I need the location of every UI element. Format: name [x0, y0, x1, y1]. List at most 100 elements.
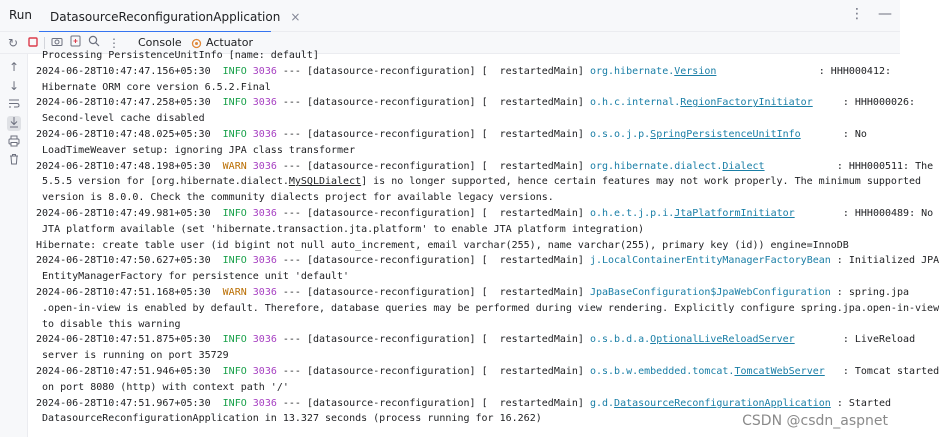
log-thread: --- [datasource-reconfiguration] [ resta… — [276, 286, 590, 298]
log-pid: 3036 — [252, 365, 277, 377]
log-timestamp: 2024-06-28T10:47:51.875+05:30 — [36, 334, 211, 346]
log-message: EntityManagerFactory for persistence uni… — [42, 271, 350, 283]
log-thread: --- [datasource-reconfiguration] [ resta… — [276, 128, 590, 140]
log-level: INFO — [222, 65, 247, 77]
stop-icon[interactable] — [28, 35, 38, 51]
log-padding — [813, 97, 837, 108]
log-pid: 3036 — [252, 160, 277, 172]
log-pid: 3036 — [252, 397, 277, 409]
scroll-to-end-icon[interactable] — [7, 116, 21, 131]
log-message: : HHH000511: The — [830, 160, 934, 172]
export-icon[interactable] — [70, 35, 81, 51]
console-tab-label: Console — [138, 36, 182, 49]
search-icon[interactable] — [88, 35, 100, 51]
run-tab-label: DatasourceReconfigurationApplication — [50, 9, 281, 24]
more-options-icon[interactable]: ⋮ — [850, 6, 864, 22]
console-output[interactable]: Processing PersistenceUnitInfo [name: de… — [36, 48, 939, 437]
log-line: on port 8080 (http) with context path '/… — [36, 380, 900, 396]
log-thread: --- [datasource-reconfiguration] [ resta… — [276, 397, 590, 409]
log-line: DatasourceReconfigurationApplication in … — [36, 411, 900, 427]
log-pid: 3036 — [252, 286, 277, 298]
print-icon[interactable] — [7, 135, 21, 150]
run-panel-title: Run — [9, 8, 33, 22]
log-logger: o.h.e.t.j.p.i. — [589, 207, 675, 219]
log-pid: 3036 — [252, 334, 277, 346]
camera-icon[interactable] — [51, 35, 63, 51]
log-logger-link[interactable]: Dialect — [722, 160, 765, 172]
log-logger-link[interactable]: RegionFactoryInitiator — [680, 97, 813, 109]
log-logger-link[interactable]: OptionalLiveReloadServer — [650, 334, 795, 346]
tool-window-header: Run DatasourceReconfigurationApplication… — [0, 0, 900, 33]
log-message: : Initialized JPA — [830, 255, 939, 267]
log-message: : HHH000412: — [812, 65, 892, 77]
actuator-icon — [191, 38, 202, 48]
log-logger-link[interactable]: TomcatWebServer — [734, 365, 825, 377]
log-level: INFO — [222, 97, 247, 109]
log-timestamp: 2024-06-28T10:47:51.168+05:30 — [36, 286, 211, 298]
log-level: INFO — [222, 128, 247, 140]
log-line: server is running on port 35729 — [36, 348, 900, 364]
log-timestamp: 2024-06-28T10:47:48.025+05:30 — [36, 128, 211, 140]
close-icon[interactable]: × — [290, 9, 301, 24]
log-logger: o.s.o.j.p. — [589, 128, 651, 140]
log-line: 5.5.5 version for [org.hibernate.dialect… — [36, 174, 921, 190]
toolbar-separator — [44, 37, 45, 49]
log-message: ] is no longer supported, hence certain … — [361, 176, 922, 188]
trash-icon[interactable] — [7, 153, 21, 168]
log-logger-link[interactable]: JtaPlatformInitiator — [674, 207, 795, 219]
log-line: 2024-06-28T10:47:47.156+05:30 INFO 3036 … — [36, 64, 900, 80]
log-level: WARN — [222, 160, 247, 172]
log-logger-link[interactable]: DatasourceReconfigurationApplication — [614, 397, 831, 409]
tab-run-configuration[interactable]: DatasourceReconfigurationApplication × — [39, 3, 300, 33]
tab-console[interactable]: Console — [138, 35, 182, 51]
log-class-link[interactable]: MySQLDialect — [288, 176, 362, 188]
log-line: LoadTimeWeaver setup: ignoring JPA class… — [36, 143, 900, 159]
log-pid: 3036 — [252, 128, 277, 140]
console-side-toolbar: ↑ ↓ — [0, 54, 28, 437]
log-timestamp: 2024-06-28T10:47:47.258+05:30 — [36, 97, 211, 109]
actuator-tab-label: Actuator — [206, 36, 253, 49]
log-message: : No — [836, 128, 867, 140]
log-message: : HHH000489: No — [836, 207, 934, 219]
log-thread: --- [datasource-reconfiguration] [ resta… — [276, 207, 590, 219]
log-line: 2024-06-28T10:47:48.025+05:30 INFO 3036 … — [36, 127, 900, 143]
log-line: 2024-06-28T10:47:51.168+05:30 WARN 3036 … — [36, 285, 909, 301]
arrow-down-icon[interactable]: ↓ — [8, 79, 20, 93]
header-actions: ⋮ — — [850, 6, 892, 22]
rerun-icon[interactable]: ↻ — [8, 36, 19, 50]
log-message: version is 8.0.0. Check the community di… — [42, 192, 554, 204]
arrow-up-icon[interactable]: ↑ — [8, 60, 20, 74]
log-message: : LiveReload — [836, 334, 916, 346]
log-line: Hibernate ORM core version 6.5.2.Final — [36, 80, 900, 96]
log-thread: --- [datasource-reconfiguration] [ resta… — [276, 65, 590, 77]
log-line: Hibernate: create table user (id bigint … — [36, 238, 900, 254]
log-line: JTA platform available (set 'hibernate.t… — [36, 222, 900, 238]
log-timestamp: 2024-06-28T10:47:49.981+05:30 — [36, 207, 211, 219]
log-logger-link[interactable]: SpringPersistenceUnitInfo — [650, 128, 801, 140]
log-line: version is 8.0.0. Check the community di… — [36, 190, 900, 206]
log-padding — [716, 66, 812, 77]
log-message: : Tomcat started — [836, 365, 939, 377]
minimize-icon[interactable]: — — [878, 6, 892, 22]
log-message: DatasourceReconfigurationApplication in … — [42, 413, 542, 425]
log-message: Processing PersistenceUnitInfo [name: de… — [42, 50, 319, 61]
log-line: EntityManagerFactory for persistence uni… — [36, 269, 900, 285]
log-message: Hibernate ORM core version 6.5.2.Final — [42, 81, 271, 93]
log-level: INFO — [222, 334, 247, 346]
soft-wrap-icon[interactable] — [7, 98, 21, 112]
more-actions-icon[interactable]: ⋮ — [108, 36, 120, 50]
log-line: .open-in-view is enabled by default. The… — [36, 301, 939, 317]
log-line: 2024-06-28T10:47:50.627+05:30 INFO 3036 … — [36, 253, 939, 269]
log-logger-link[interactable]: Version — [674, 65, 717, 77]
log-pid: 3036 — [252, 65, 277, 77]
log-thread: --- [datasource-reconfiguration] [ resta… — [276, 334, 590, 346]
tab-actuator[interactable]: Actuator — [191, 35, 253, 51]
log-message: 5.5.5 version for [org.hibernate.dialect… — [42, 176, 289, 188]
log-level: INFO — [222, 397, 247, 409]
log-padding — [825, 366, 837, 377]
log-logger: o.s.b.w.embedded.tomcat. — [589, 365, 735, 377]
log-message: server is running on port 35729 — [42, 350, 229, 362]
log-timestamp: 2024-06-28T10:47:47.156+05:30 — [36, 65, 211, 77]
run-toolbar: ↻ ⋮ Console Actuator — [0, 32, 900, 54]
log-line: Second-level cache disabled — [36, 111, 900, 127]
